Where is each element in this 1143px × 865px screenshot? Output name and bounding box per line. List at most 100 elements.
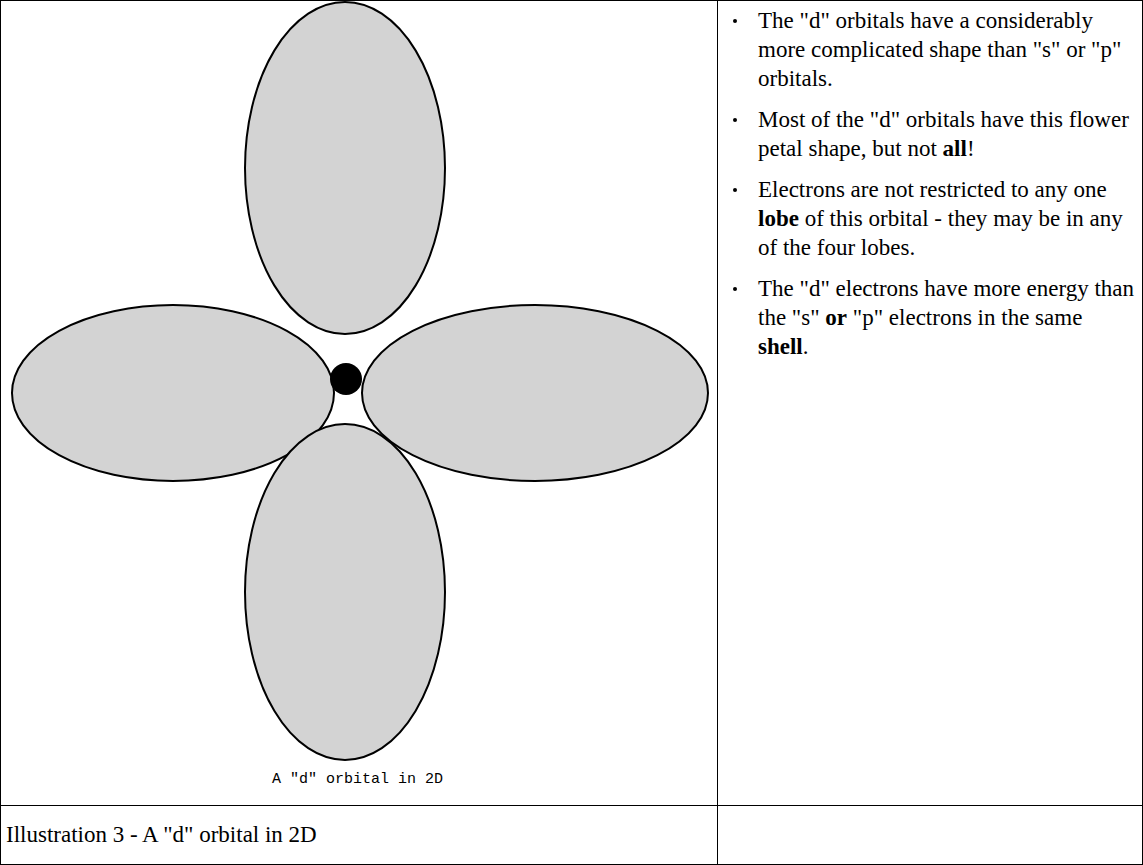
text-run	[1068, 177, 1074, 202]
text-run: orbitals	[906, 107, 975, 132]
text-run	[803, 136, 809, 161]
text-run: the	[1001, 305, 1029, 330]
bullet-dot	[733, 19, 737, 23]
text-run	[1060, 206, 1066, 231]
text-run: than	[987, 37, 1027, 62]
text-run	[1060, 37, 1066, 62]
text-run: of	[805, 206, 824, 231]
text-run	[942, 206, 948, 231]
text-run: complicated	[811, 37, 923, 62]
text-run	[786, 305, 792, 330]
text-run: "d"	[800, 276, 830, 301]
text-run: lobes.	[861, 235, 915, 260]
text-run	[1063, 107, 1069, 132]
text-run: not	[907, 136, 936, 161]
text-run: they	[948, 206, 988, 231]
text-run	[824, 206, 830, 231]
text-run: orbital	[869, 206, 929, 231]
text-run: a	[959, 8, 969, 33]
orbital-lobe	[362, 305, 708, 481]
text-run	[987, 206, 993, 231]
text-run: Electrons	[758, 177, 845, 202]
text-run: energy	[1027, 276, 1089, 301]
text-run	[845, 177, 851, 202]
orbital-lobe	[245, 2, 445, 334]
text-run	[914, 177, 920, 202]
text-run: have	[924, 276, 967, 301]
text-run: "p"	[1091, 37, 1121, 62]
text-run: in	[1066, 206, 1084, 231]
text-run: electrons	[836, 276, 919, 301]
text-run: The	[758, 8, 794, 33]
text-run: flower	[1069, 107, 1129, 132]
text-run	[794, 276, 800, 301]
text-run: more	[973, 276, 1020, 301]
figure-label: A "d" orbital in 2D	[272, 771, 443, 788]
text-run	[900, 107, 906, 132]
text-run: any	[1035, 177, 1068, 202]
text-run	[1033, 206, 1039, 231]
text-run	[863, 206, 869, 231]
text-run: !	[967, 136, 975, 161]
text-run: four	[817, 235, 855, 260]
text-run	[1089, 276, 1095, 301]
text-run	[1085, 37, 1091, 62]
text-run: "d"	[800, 8, 830, 33]
bold-run: all	[943, 136, 967, 161]
text-run	[954, 8, 960, 33]
text-run: .	[803, 334, 809, 359]
text-run: "d"	[870, 107, 900, 132]
bold-run: shell	[758, 334, 803, 359]
text-run	[879, 177, 885, 202]
illustration-caption: Illustration 3 - A "d" orbital in 2D	[6, 820, 317, 849]
text-run: considerably	[975, 8, 1093, 33]
text-run	[799, 206, 805, 231]
bullet-dot	[733, 118, 737, 122]
text-run: Most	[758, 107, 805, 132]
bullet-item: The "d" electrons have more energy than …	[724, 274, 1136, 361]
text-run: -	[934, 206, 942, 231]
text-run: restricted	[920, 177, 1006, 202]
bullet-item: The "d" orbitals have a considerably mor…	[724, 6, 1136, 93]
text-run	[929, 206, 935, 231]
text-run	[1021, 276, 1027, 301]
text-run	[830, 107, 836, 132]
text-run: the	[836, 107, 864, 132]
bullet-text: Electrons are not restricted to any one …	[758, 175, 1136, 262]
text-run: the	[783, 235, 811, 260]
text-run: this	[830, 206, 863, 231]
text-run: but	[872, 136, 901, 161]
text-run: The	[758, 276, 794, 301]
text-run: "p"	[853, 305, 883, 330]
text-run: the	[758, 305, 786, 330]
text-run: may	[993, 206, 1033, 231]
text-run: this	[1030, 107, 1063, 132]
bullet-text: The "d" orbitals have a considerably mor…	[758, 6, 1136, 93]
orbital-lobe	[12, 305, 334, 481]
text-run	[864, 107, 870, 132]
text-run: have	[981, 107, 1024, 132]
text-run	[1029, 177, 1035, 202]
text-run: "s"	[792, 305, 820, 330]
bold-run: lobe	[758, 206, 799, 231]
nucleus-dot	[330, 363, 362, 395]
text-run: shape,	[808, 136, 866, 161]
text-run: any	[1090, 206, 1123, 231]
text-run: have	[910, 8, 953, 33]
text-run: petal	[758, 136, 803, 161]
text-run	[996, 305, 1002, 330]
text-run	[794, 8, 800, 33]
bullet-list: The "d" orbitals have a considerably mor…	[724, 6, 1136, 373]
text-run	[923, 37, 929, 62]
text-run	[1005, 177, 1011, 202]
text-run: of	[758, 235, 777, 260]
text-run	[830, 276, 836, 301]
text-run: orbitals.	[758, 66, 833, 91]
text-run	[1027, 37, 1033, 62]
column-divider	[717, 0, 718, 865]
d-orbital	[12, 2, 708, 760]
text-run	[883, 305, 889, 330]
text-run: one	[1074, 177, 1107, 202]
